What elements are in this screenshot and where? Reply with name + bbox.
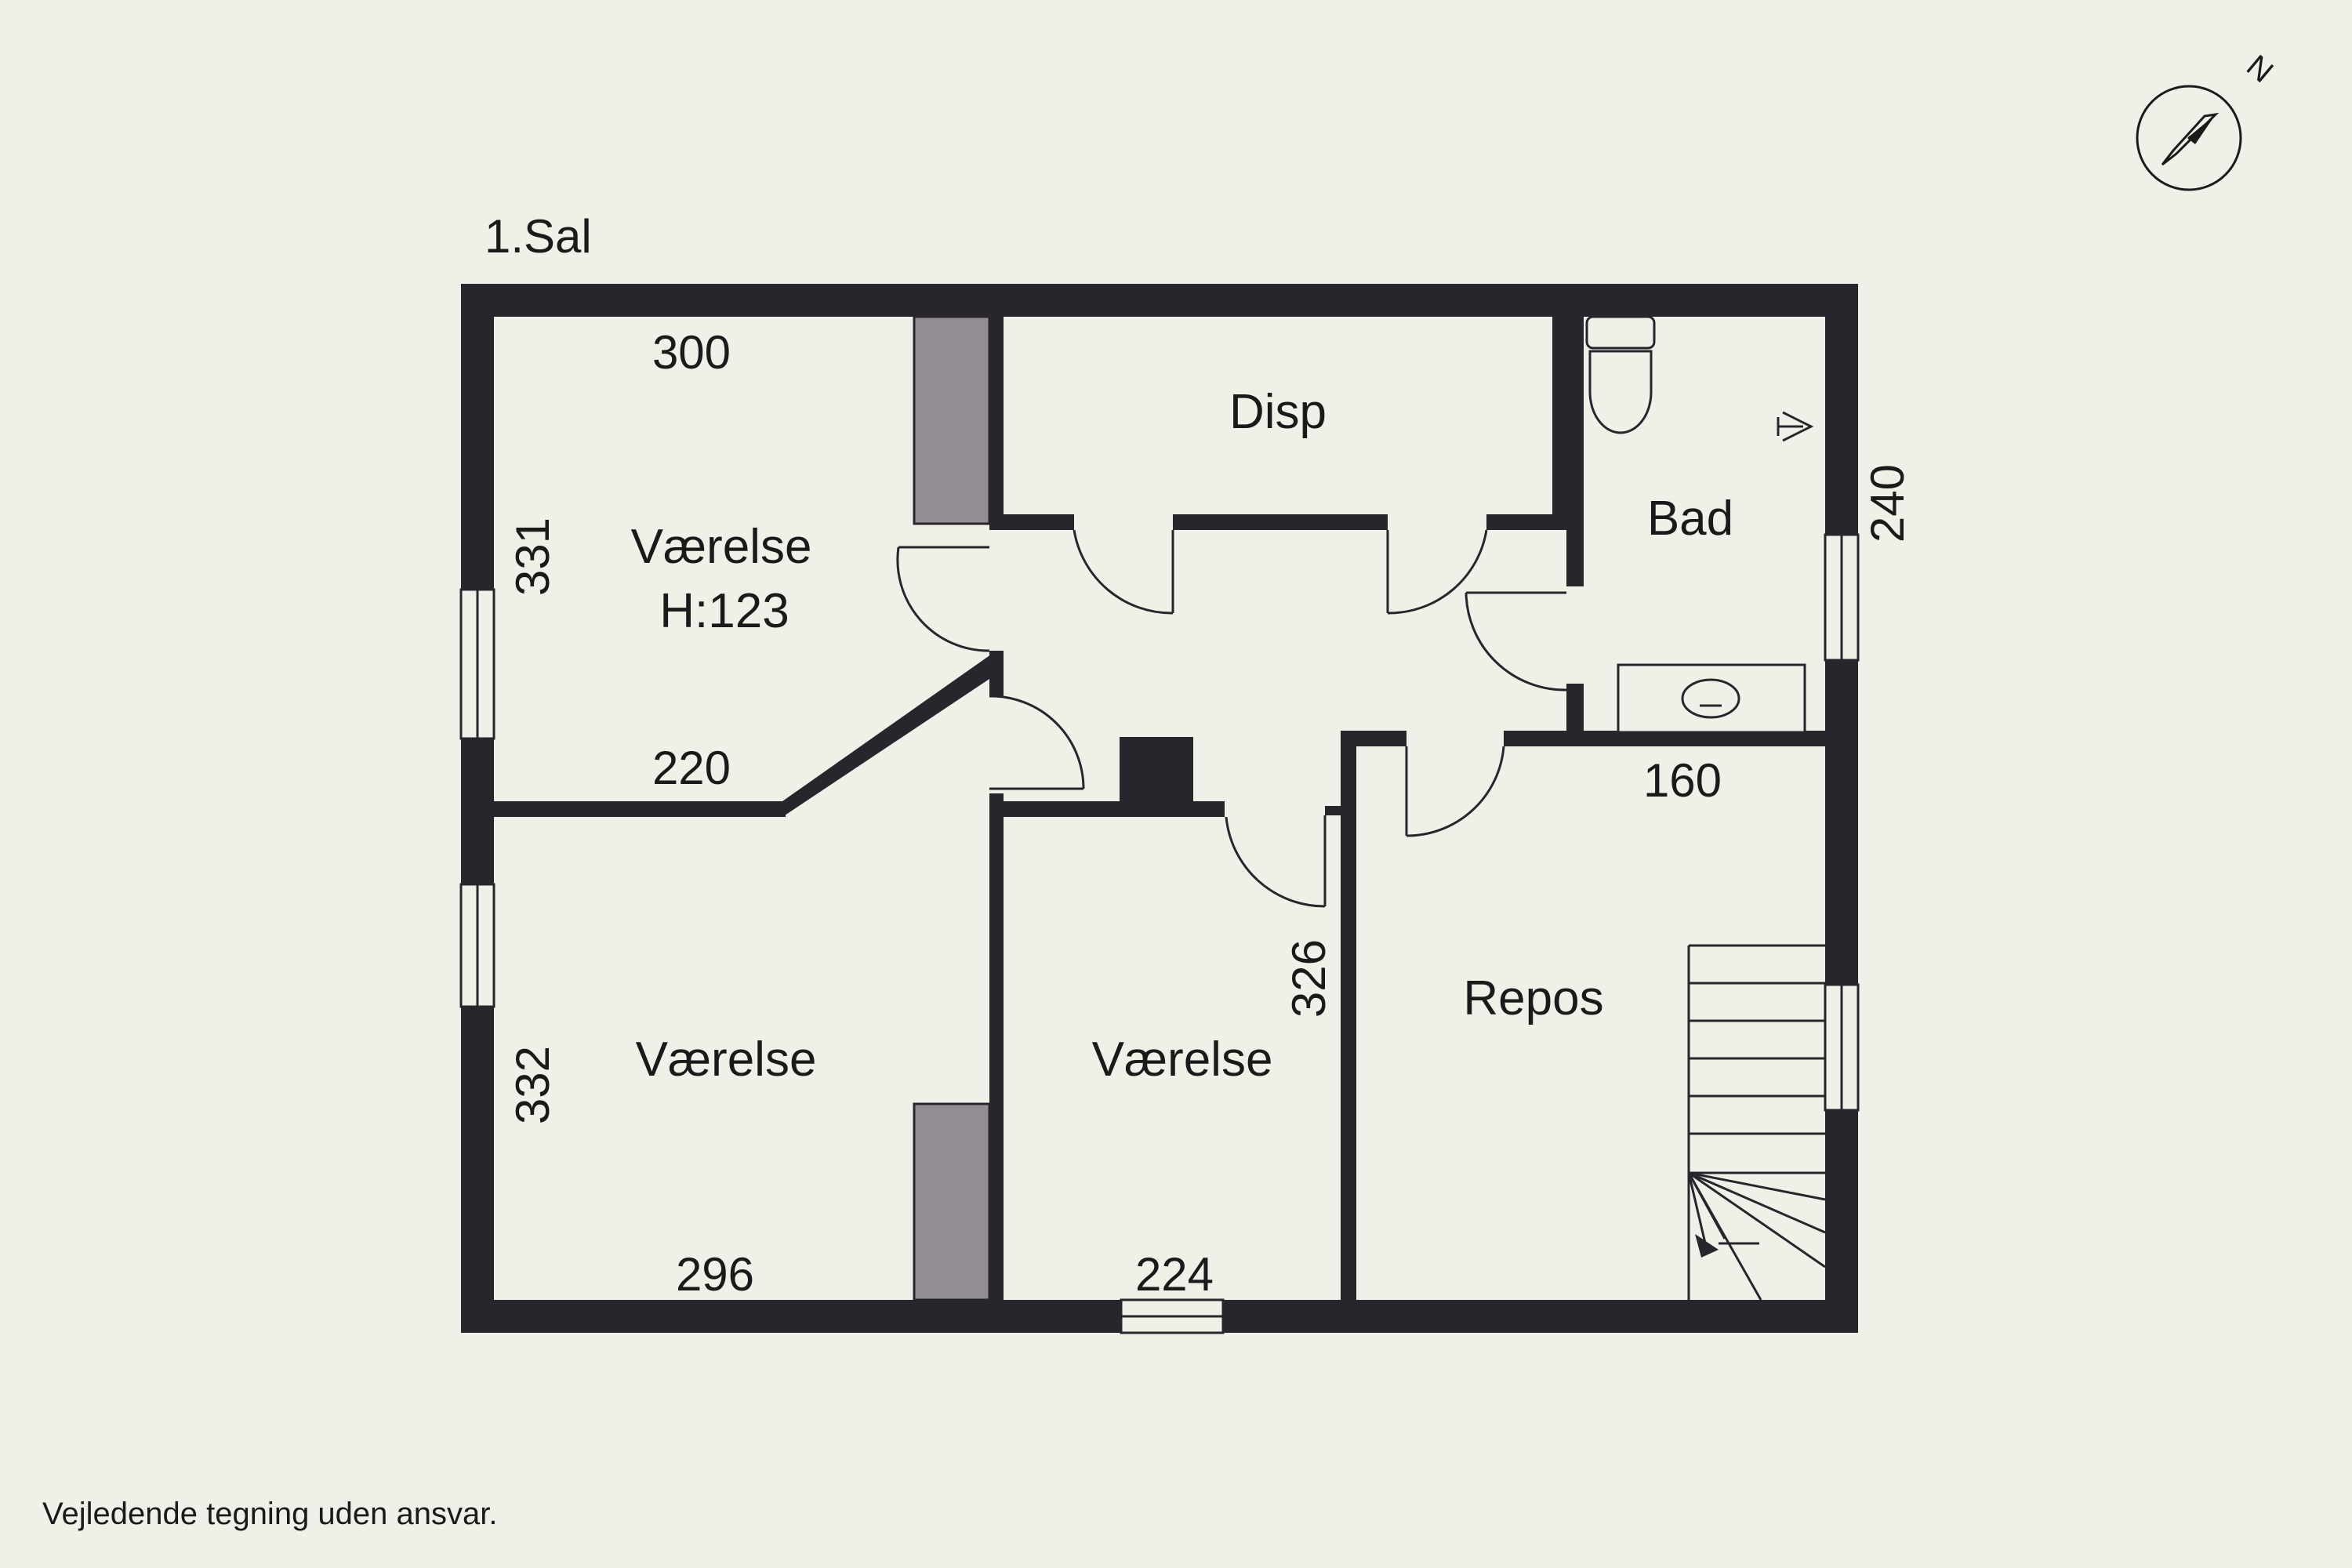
room-label-vaerelse-upper: Værelse bbox=[631, 520, 812, 574]
doors bbox=[896, 529, 1567, 908]
door-room-b bbox=[989, 695, 1085, 790]
room-label-disp: Disp bbox=[1229, 385, 1327, 439]
dimension-160: 160 bbox=[1643, 754, 1722, 807]
toilet-icon bbox=[1585, 315, 1656, 434]
bathroom-fixtures bbox=[1585, 315, 1814, 734]
door-repos bbox=[1405, 746, 1505, 837]
dimension-332: 332 bbox=[506, 1046, 559, 1124]
floor-label: 1.Sal bbox=[485, 210, 592, 263]
dimension-326: 326 bbox=[1283, 939, 1335, 1018]
dimension-224: 224 bbox=[1135, 1248, 1214, 1301]
dimension-331: 331 bbox=[506, 517, 559, 596]
staircase-icon bbox=[1687, 944, 1826, 1301]
windows bbox=[459, 533, 1860, 1334]
door-disp-right bbox=[1386, 529, 1488, 615]
door-room-a bbox=[896, 546, 990, 652]
room-label-bad: Bad bbox=[1647, 492, 1733, 546]
door-room-c bbox=[1225, 815, 1327, 908]
room-label-repos: Repos bbox=[1463, 971, 1603, 1025]
built-in-closet-upper bbox=[913, 315, 991, 525]
dimension-296: 296 bbox=[676, 1248, 754, 1301]
door-disp-left bbox=[1073, 529, 1174, 615]
disclaimer-text: Vejledende tegning uden ansvar. bbox=[42, 1497, 498, 1531]
compass-north-label: N bbox=[2240, 49, 2279, 89]
room-note-height: H:123 bbox=[659, 584, 789, 638]
chimney-block bbox=[1120, 737, 1193, 803]
interior-walls bbox=[494, 317, 1825, 1300]
door-bad bbox=[1465, 591, 1567, 691]
dimension-240: 240 bbox=[1861, 464, 1914, 543]
dimension-300: 300 bbox=[652, 326, 731, 379]
sink-icon bbox=[1617, 663, 1806, 734]
dimension-220: 220 bbox=[652, 742, 731, 794]
room-label-vaerelse-middle: Værelse bbox=[1092, 1033, 1273, 1087]
stair-arrow-icon bbox=[1695, 1234, 1719, 1258]
built-in-closet-lower bbox=[913, 1102, 991, 1301]
room-label-vaerelse-lower: Værelse bbox=[636, 1033, 817, 1087]
compass-icon: N bbox=[2136, 49, 2280, 191]
shower-icon bbox=[1777, 411, 1814, 442]
